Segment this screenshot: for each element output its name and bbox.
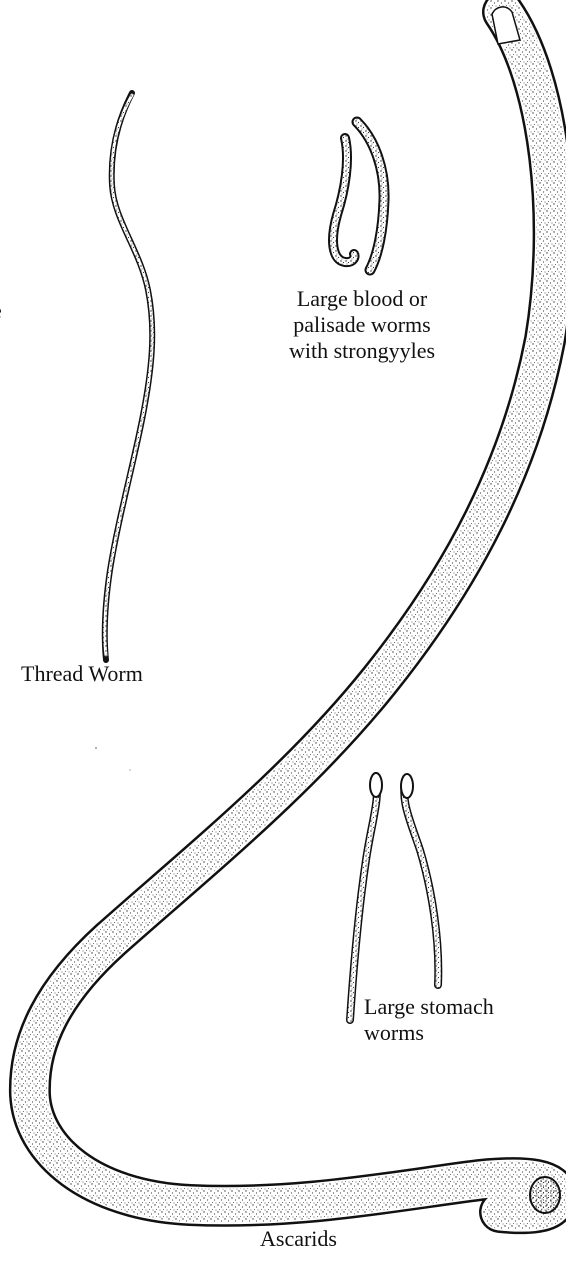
thread-worm	[105, 93, 152, 660]
stomach-worm-left-head	[370, 773, 382, 797]
label-ascarids: Ascarids	[260, 1226, 337, 1252]
palisade-worms	[333, 122, 384, 270]
stomach-worm-right-outline	[404, 778, 438, 985]
label-blood-worms-line-2: palisade worms	[262, 312, 462, 338]
label-blood-worms-line-3: with strongyyles	[262, 338, 462, 364]
label-stomach-worms: Large stomach worms	[364, 994, 494, 1046]
speck	[129, 769, 131, 771]
label-blood-worms: Large blood or palisade worms with stron…	[262, 286, 462, 364]
edge-letter-fragment: e	[0, 298, 2, 324]
label-stomach-worms-line-2: worms	[364, 1020, 494, 1046]
label-blood-worms-line-1: Large blood or	[262, 286, 462, 312]
label-thread-worm: Thread Worm	[21, 661, 143, 687]
label-stomach-worms-line-1: Large stomach	[364, 994, 494, 1020]
stomach-worm-right-head	[401, 774, 413, 798]
ascarid-tail	[530, 1177, 560, 1213]
speck	[95, 747, 97, 749]
stomach-worms	[350, 773, 438, 1020]
